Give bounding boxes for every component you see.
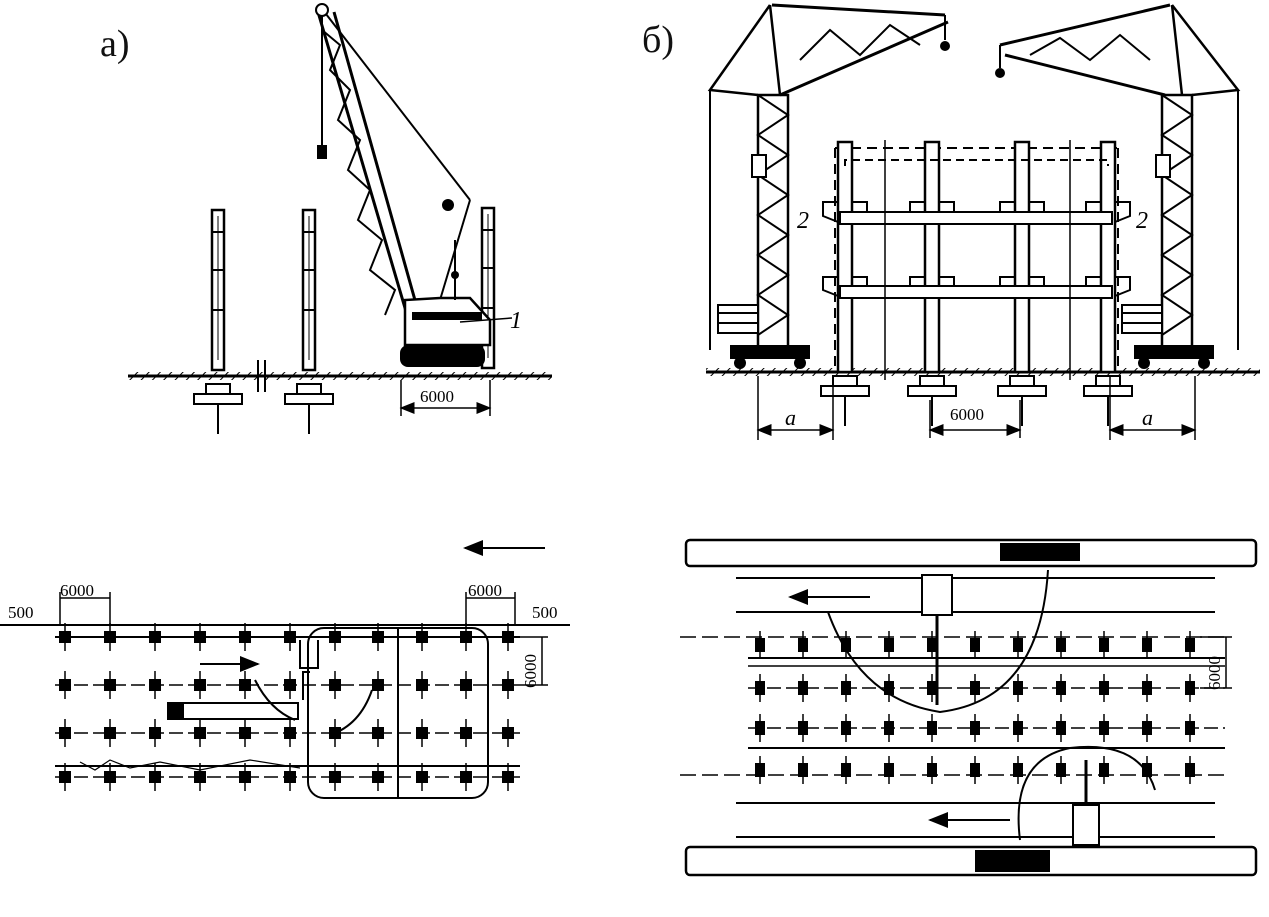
dimension-a-elevation: 6000 [399,380,492,416]
elevation-b: 2 2 a 6000 a [706,3,1260,440]
building-frame-b [821,140,1132,380]
tower-crane-top-plan [1000,543,1080,561]
plan-b-dimension: 6000 [1200,636,1232,690]
tower-crane-left [707,3,950,371]
crane-track-bottom [684,845,1258,877]
tower-crane-bottom-plan [975,850,1050,872]
dim-a-elevation-label: 6000 [420,387,454,406]
plan-a-crane-path [167,627,489,799]
dim-b-offset-left: a [785,405,796,430]
plan-b-row-pitch: 6000 [1205,656,1224,690]
plan-a-row-pitch: 6000 [521,654,540,688]
ground-hatch-a [128,372,552,380]
crawler-crane-1 [315,3,513,367]
dimension-b-elevation: a 6000 a [756,376,1197,440]
footing-b-2 [907,375,957,427]
elevation-a: 1 6000 [128,3,552,435]
crane-1-callout: 1 [510,308,522,334]
plan-a-dimensions: 6000 500 6000 500 6000 [8,581,558,688]
footing-a-1 [193,383,243,435]
crane-2-right-callout: 2 [1136,208,1148,234]
crane-2-left-callout: 2 [797,208,809,234]
plan-a: 6000 500 6000 500 6000 [0,540,570,799]
footing-b-4 [1083,375,1133,427]
column-a-1 [210,208,226,372]
dim-b-elevation-label: 6000 [950,405,984,424]
ground-hatch-b [706,368,1260,376]
column-a-2 [301,208,317,372]
dim-b-offset-right: a [1142,405,1153,430]
footing-a-2 [284,383,334,435]
panel-label-b: б) [642,19,674,61]
crane-track-top [684,538,1258,568]
plan-a-right-span: 6000 [468,581,502,600]
tower-crane-right [995,3,1241,371]
plan-a-left-span: 6000 [60,581,94,600]
plan-b-columns [754,630,1196,785]
plan-b: 6000 [680,538,1258,877]
plan-a-left-offset: 500 [8,603,34,622]
plan-b-crane-reach [827,569,1156,846]
plan-a-right-offset: 500 [532,603,558,622]
footing-b-1 [820,375,870,427]
footing-b-3 [997,375,1047,427]
panel-label-a: а) [100,23,130,65]
